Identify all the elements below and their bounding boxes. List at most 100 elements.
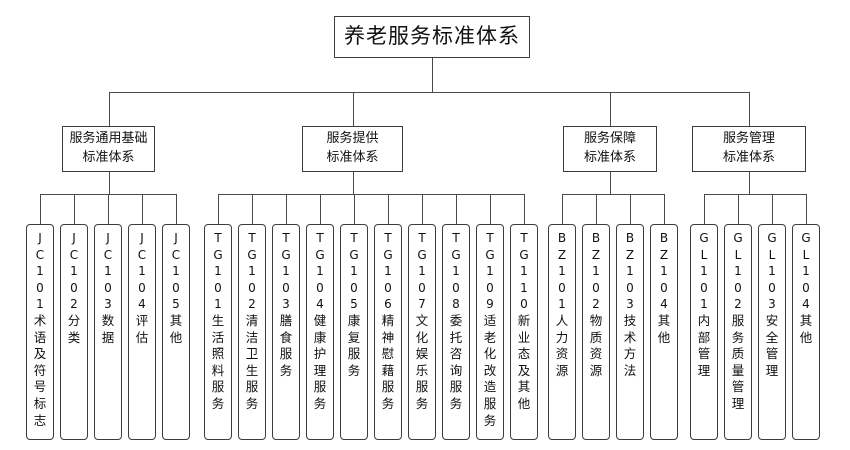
leaf-node-char: 1 bbox=[558, 264, 566, 279]
leaf-node-char: 理 bbox=[765, 362, 779, 378]
leaf-node-char: 3 bbox=[282, 297, 290, 312]
leaf-node-char: 乐 bbox=[415, 362, 429, 378]
leaf-node-char: 5 bbox=[172, 297, 180, 312]
leaf-node-char: 藉 bbox=[381, 362, 395, 378]
connector-leaf-drop-tg104 bbox=[320, 194, 321, 224]
leaf-node-char: 4 bbox=[660, 297, 668, 312]
leaf-node-char: 新 bbox=[517, 312, 531, 328]
leaf-node-char: 1 bbox=[248, 264, 256, 279]
leaf-node-char: 1 bbox=[214, 264, 222, 279]
branch-node-tg[interactable]: 服务提供标准体系 bbox=[302, 126, 403, 172]
leaf-node-char: 0 bbox=[802, 280, 810, 295]
leaf-node-char: 0 bbox=[520, 297, 528, 312]
leaf-node-char: 6 bbox=[384, 297, 392, 312]
leaf-node-char: 1 bbox=[486, 264, 494, 279]
leaf-node-char: 委 bbox=[449, 312, 463, 328]
leaf-node-char: 0 bbox=[700, 280, 708, 295]
leaf-node-char: 慰 bbox=[381, 346, 395, 362]
leaf-node-char: 改 bbox=[483, 362, 497, 378]
connector-leaf-drop-tg108 bbox=[456, 194, 457, 224]
root-node[interactable]: 养老服务标准体系 bbox=[334, 16, 530, 58]
leaf-node-char: 及 bbox=[517, 362, 531, 378]
leaf-node-char: 3 bbox=[626, 297, 634, 312]
leaf-node-char: 0 bbox=[36, 280, 44, 295]
leaf-node-char: Z bbox=[591, 247, 601, 262]
leaf-node-char: G bbox=[699, 231, 709, 245]
leaf-node-char: C bbox=[35, 247, 45, 262]
connector-leaf-drop-tg109 bbox=[490, 194, 491, 224]
leaf-node-char: 服 bbox=[279, 346, 293, 362]
leaf-node-char: 1 bbox=[350, 264, 358, 279]
leaf-node-char: 0 bbox=[734, 280, 742, 295]
leaf-node-char: 0 bbox=[282, 280, 290, 295]
leaf-node-char: T bbox=[316, 231, 324, 245]
leaf-node-char: T bbox=[418, 231, 426, 245]
leaf-node-char: 力 bbox=[555, 329, 569, 345]
leaf-node-char: 号 bbox=[33, 379, 47, 395]
leaf-node-char: 4 bbox=[802, 297, 810, 312]
leaf-node-char: 标 bbox=[33, 395, 47, 411]
leaf-node-char: 生 bbox=[211, 312, 225, 328]
connector-branch-drop-jc bbox=[108, 92, 110, 126]
leaf-node-char: 老 bbox=[483, 329, 497, 345]
leaf-node-char: B bbox=[625, 231, 635, 245]
leaf-node-char: 2 bbox=[592, 297, 600, 312]
leaf-node-char: J bbox=[38, 231, 42, 245]
leaf-node-char: 3 bbox=[768, 297, 776, 312]
leaf-node-char: 0 bbox=[248, 280, 256, 295]
leaf-node-char: 技 bbox=[623, 312, 637, 328]
connector-leaf-drop-bz101 bbox=[562, 194, 563, 224]
branch-node-gl[interactable]: 服务管理标准体系 bbox=[692, 126, 806, 172]
leaf-node-char: 食 bbox=[279, 329, 293, 345]
connector-leaf-drop-jc102 bbox=[74, 194, 75, 224]
leaf-node-char: 文 bbox=[415, 312, 429, 328]
leaf-node-char: 0 bbox=[626, 280, 634, 295]
connector-leaf-drop-tg102 bbox=[252, 194, 253, 224]
leaf-node-char: C bbox=[69, 247, 79, 262]
leaf-node-char: 务 bbox=[381, 395, 395, 411]
connector-leaf-bus-gl bbox=[704, 194, 806, 195]
leaf-node-char: 0 bbox=[384, 280, 392, 295]
leaf-node-char: 法 bbox=[623, 362, 637, 378]
leaf-node-char: 卫 bbox=[245, 346, 259, 362]
leaf-node-char: 管 bbox=[765, 346, 779, 362]
leaf-node-char: 务 bbox=[415, 395, 429, 411]
branch-node-jc[interactable]: 服务通用基础标准体系 bbox=[62, 126, 155, 172]
leaf-node-char: 估 bbox=[135, 329, 149, 345]
leaf-node-char: 1 bbox=[214, 297, 222, 312]
leaf-node-char: 造 bbox=[483, 379, 497, 395]
leaf-node-char: 务 bbox=[449, 395, 463, 411]
leaf-node-char: 1 bbox=[172, 264, 180, 279]
connector-branch-drop-bz bbox=[610, 92, 611, 126]
leaf-node-char: 生 bbox=[245, 362, 259, 378]
leaf-node-char: 人 bbox=[555, 312, 569, 328]
leaf-node-char: 1 bbox=[700, 264, 708, 279]
branch-node-bz[interactable]: 服务保障标准体系 bbox=[563, 126, 657, 172]
leaf-node-char: 务 bbox=[279, 362, 293, 378]
leaf-node-char: 化 bbox=[415, 329, 429, 345]
